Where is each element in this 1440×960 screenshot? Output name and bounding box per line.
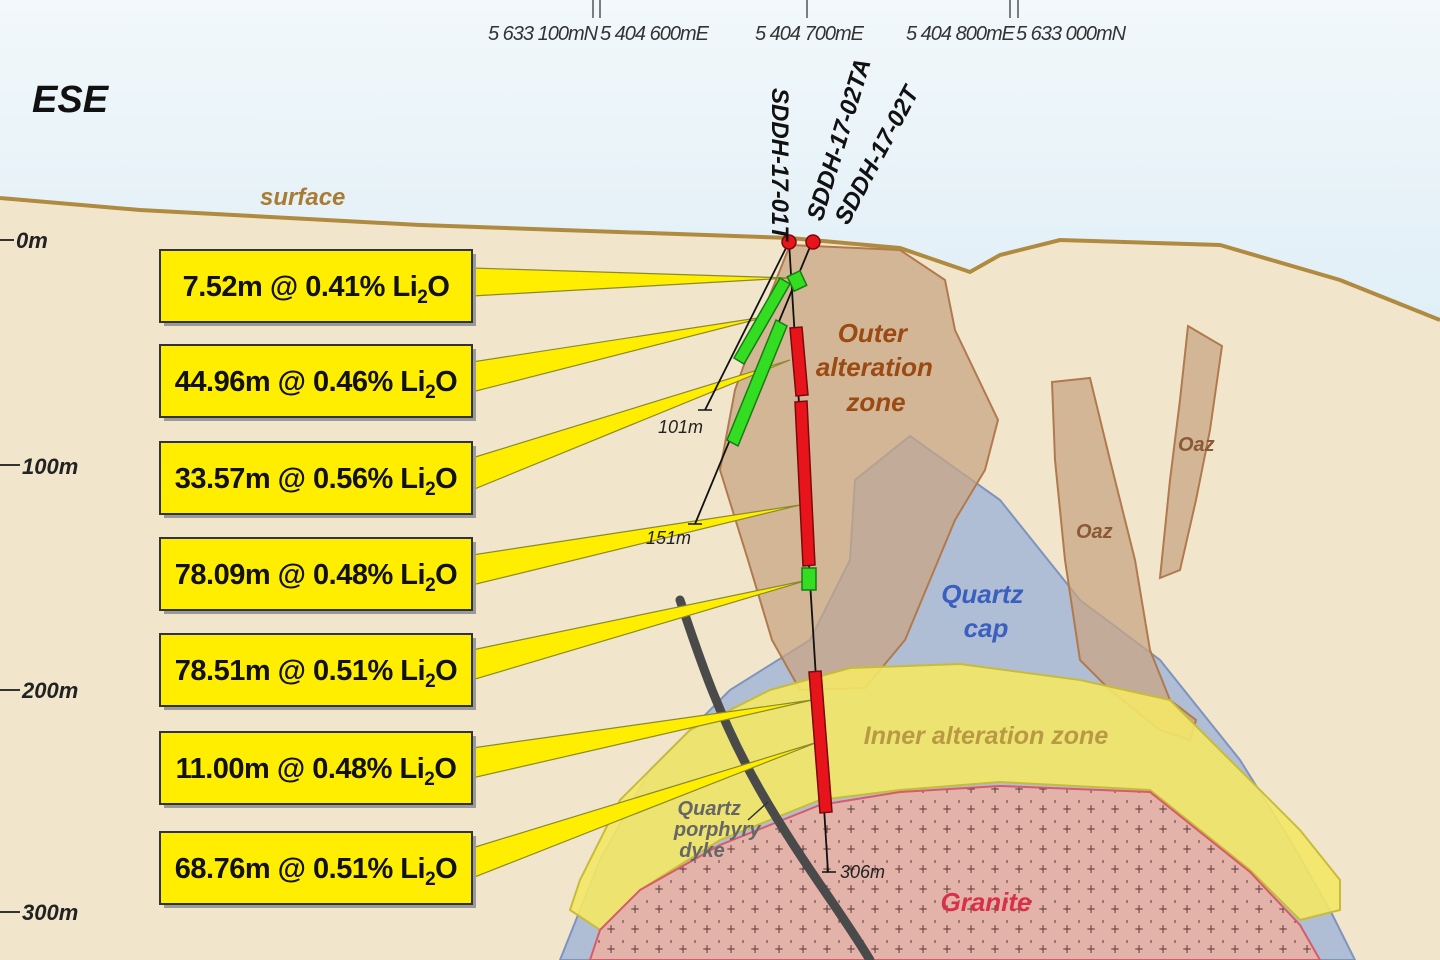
depth-scale xyxy=(0,239,20,913)
oaz-label-2: Oaz xyxy=(1178,434,1215,456)
callout-lines xyxy=(471,267,819,879)
intercept-text: 68.76m @ 0.51% Li2O xyxy=(175,853,457,890)
hole-end-label-101m: 101m xyxy=(658,417,703,437)
depth-label-200: 200m xyxy=(21,678,78,703)
intercept-text: 33.57m @ 0.56% Li2O xyxy=(175,463,457,500)
hole-end-label-151m: 151m xyxy=(646,528,691,548)
red-intervals xyxy=(789,326,833,814)
intercept-box-background xyxy=(159,441,473,515)
intercept-box-background xyxy=(159,537,473,611)
intercept-box-background xyxy=(159,249,473,323)
collar-marker-2 xyxy=(805,234,821,250)
intercept-box-4: 78.09m @ 0.48% Li2O xyxy=(159,537,476,614)
depth-label-100: 100m xyxy=(22,454,78,479)
coord-label-4: 5 404 800mE xyxy=(906,23,1016,45)
direction-label: ESE xyxy=(32,79,110,121)
intercept-box-2: 44.96m @ 0.46% Li2O xyxy=(159,344,476,421)
hole-end-label-306m: 306m xyxy=(840,862,885,882)
coord-label-2: 5 404 600mE xyxy=(600,23,710,45)
intercept-box-background xyxy=(159,633,473,707)
hole-end-ticks xyxy=(688,409,836,873)
intercept-box-background xyxy=(159,344,473,418)
depth-label-0: 0m xyxy=(16,228,48,253)
granite-zone xyxy=(588,784,1322,960)
intercept-text: 44.96m @ 0.46% Li2O xyxy=(175,366,457,403)
green-intervals xyxy=(726,269,817,591)
outer-alteration-zone xyxy=(718,243,1000,692)
collar-marker-1 xyxy=(781,234,797,250)
intercept-box-6: 11.00m @ 0.48% Li2O xyxy=(159,731,476,808)
outer-zone-label: Outer alteration zone xyxy=(816,318,940,417)
intercept-box-1: 7.52m @ 0.41% Li2O xyxy=(159,249,476,326)
oaz-body-2 xyxy=(1158,324,1224,580)
hole-label-01t: SDDH-17-01T xyxy=(766,88,793,242)
inner-zone-label: Inner alteration zone xyxy=(864,722,1109,750)
inner-alteration-zone xyxy=(568,662,1341,932)
intercept-text: 78.51m @ 0.51% Li2O xyxy=(175,655,457,692)
quartz-cap-label: Quartz cap xyxy=(941,579,1031,643)
surface-line xyxy=(0,196,1440,322)
intercept-box-3: 33.57m @ 0.56% Li2O xyxy=(159,441,476,518)
intercept-boxes: 7.52m @ 0.41% Li2O 44.96m @ 0.46% Li2O 33.… xyxy=(159,249,476,908)
intercept-box-7: 68.76m @ 0.51% Li2O xyxy=(159,831,476,908)
quartz-porphyry-dyke xyxy=(675,595,875,960)
intercept-box-background xyxy=(159,831,473,905)
intercept-text: 78.09m @ 0.48% Li2O xyxy=(175,559,457,596)
coord-label-3: 5 404 700mE xyxy=(755,23,865,45)
dyke-label: Quartz porphyry dyke xyxy=(673,798,766,862)
oaz-label-1: Oaz xyxy=(1076,521,1113,543)
dyke-callout-line xyxy=(747,801,769,821)
intercept-text: 7.52m @ 0.41% Li2O xyxy=(183,271,450,308)
depth-label-300: 300m xyxy=(22,900,78,925)
intercept-box-background xyxy=(159,731,473,805)
intercept-text: 11.00m @ 0.48% Li2O xyxy=(176,753,457,790)
coordinate-ticks xyxy=(592,0,1019,18)
granite-label: Granite xyxy=(940,887,1031,917)
surface-label: surface xyxy=(260,184,345,211)
coord-label-5: 5 633 000mN xyxy=(1016,23,1127,45)
intercept-box-5: 78.51m @ 0.51% Li2O xyxy=(159,633,476,710)
coord-label-1: 5 633 100mN xyxy=(488,23,599,45)
